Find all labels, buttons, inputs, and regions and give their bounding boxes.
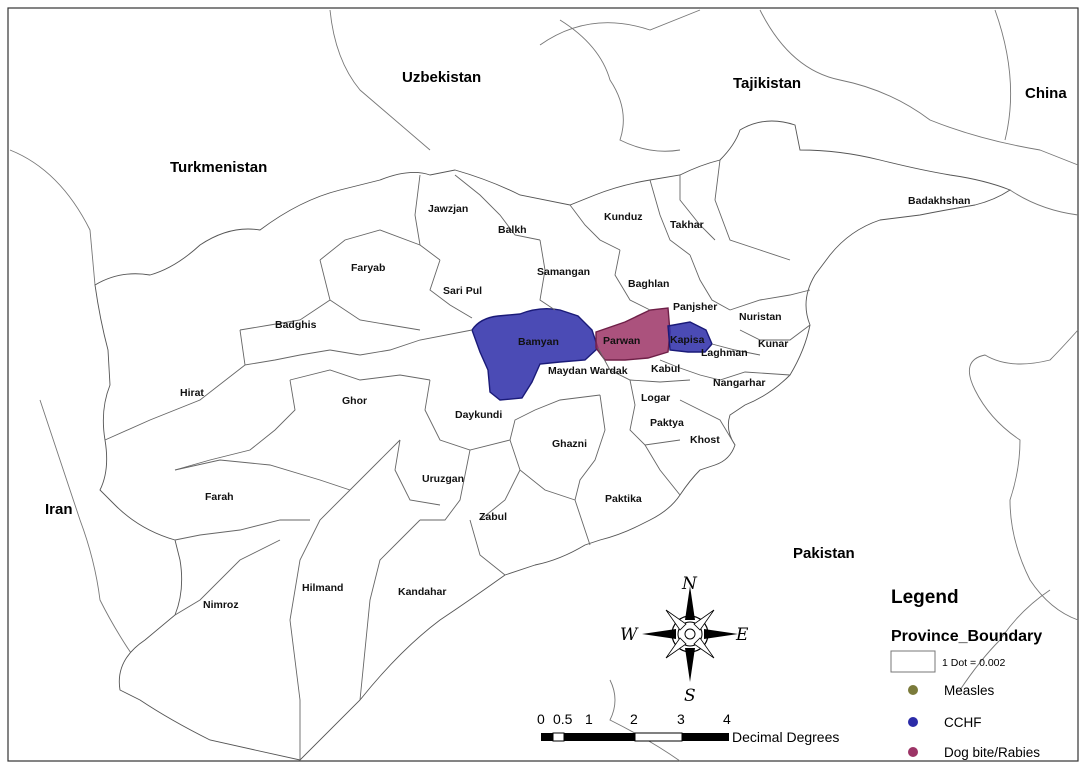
label-tajikistan: Tajikistan [733,75,801,92]
label-hilmand: Hilmand [302,582,343,594]
country-labels: Uzbekistan Tajikistan China Turkmenistan… [45,69,1067,562]
label-china: China [1025,85,1067,102]
compass-w: W [620,625,639,645]
scale-seg-5 [634,732,683,742]
label-khost: Khost [690,434,720,446]
scale-tick-1: 1 [585,711,593,727]
label-logar: Logar [641,392,670,404]
label-nimroz: Nimroz [203,599,239,611]
scale-seg-4 [588,733,635,741]
label-sari-pul: Sari Pul [443,285,482,297]
afghanistan-outline [94,120,1011,761]
label-zabul: Zabul [479,511,507,523]
label-jawzjan: Jawzjan [428,203,468,215]
legend-boundary-swatch [890,650,936,673]
compass-point-nw [665,609,687,631]
compass-point-s [685,648,695,682]
label-bamyan: Bamyan [518,336,559,348]
province-labels: Jawzjan Balkh Kunduz Takhar Badakhshan F… [180,195,970,611]
compass-point-se [693,637,715,659]
label-kunar: Kunar [758,338,788,350]
label-ghazni: Ghazni [552,438,587,450]
compass-point-sw [665,637,687,659]
label-turkmenistan: Turkmenistan [170,159,267,176]
scale-seg-3 [564,733,588,741]
label-uzbekistan: Uzbekistan [402,69,481,86]
label-nangarhar: Nangarhar [713,377,766,389]
scale-tick-2: 2 [630,711,638,727]
label-faryab: Faryab [351,262,385,274]
compass-s: S [684,686,696,706]
label-paktya: Paktya [650,417,684,429]
scale-seg-6 [682,733,729,741]
external-boundaries [9,9,1079,762]
compass-point-w [642,629,676,639]
label-baghlan: Baghlan [628,278,669,290]
label-badghis: Badghis [275,319,317,331]
highlight-cchf-bamyan [471,307,599,401]
compass-n: N [681,574,698,594]
label-nuristan: Nuristan [739,311,782,323]
legend: Legend Province_Boundary 1 Dot = 0.002 M… [890,587,1042,760]
scale-tick-4: 4 [723,711,731,727]
label-paktika: Paktika [605,493,642,505]
legend-dot-note: 1 Dot = 0.002 [942,657,1005,669]
compass-e: E [735,625,749,645]
legend-dot-cchf [908,717,918,727]
label-kabul: Kabul [651,363,680,375]
compass-ring-inner [677,621,703,647]
label-ghor: Ghor [342,395,367,407]
label-iran: Iran [45,501,73,518]
scale-bar: 0 0.5 1 2 3 4 Decimal Degrees [537,711,839,745]
label-kunduz: Kunduz [604,211,643,223]
label-parwan: Parwan [603,335,640,347]
legend-dot-measles [908,685,918,695]
label-kandahar: Kandahar [398,586,446,598]
label-balkh: Balkh [498,224,527,236]
label-panjsher: Panjsher [673,301,717,313]
legend-label-measles: Measles [944,683,995,698]
legend-label-rabies: Dog bite/Rabies [944,745,1040,760]
compass-rose: N S E W [620,574,749,706]
scale-seg-2 [552,732,565,742]
label-daykundi: Daykundi [455,409,502,421]
label-uruzgan: Uruzgan [422,473,464,485]
label-farah: Farah [205,491,234,503]
label-pakistan: Pakistan [793,545,855,562]
scale-seg-1 [541,733,553,741]
legend-title: Legend [891,587,959,608]
label-badakhshan: Badakhshan [908,195,970,207]
label-hirat: Hirat [180,387,204,399]
label-laghman: Laghman [701,347,748,359]
label-samangan: Samangan [537,266,590,278]
scale-tick-0: 0 [537,711,545,727]
legend-dot-rabies [908,747,918,757]
legend-label-cchf: CCHF [944,715,982,730]
scale-unit: Decimal Degrees [732,729,839,745]
label-kapisa: Kapisa [670,334,705,346]
compass-point-ne [693,609,715,631]
scale-tick-3: 3 [677,711,685,727]
legend-layer-name: Province_Boundary [891,628,1042,645]
scale-tick-0-5: 0.5 [553,711,573,727]
label-takhar: Takhar [670,219,704,231]
highlight-cchf-kapisa [667,321,713,353]
label-maydan-wardak: Maydan Wardak [548,365,628,377]
province-boundaries [104,159,811,760]
compass-point-n [685,586,695,620]
compass-point-e [704,629,738,639]
compass-center [684,628,696,640]
